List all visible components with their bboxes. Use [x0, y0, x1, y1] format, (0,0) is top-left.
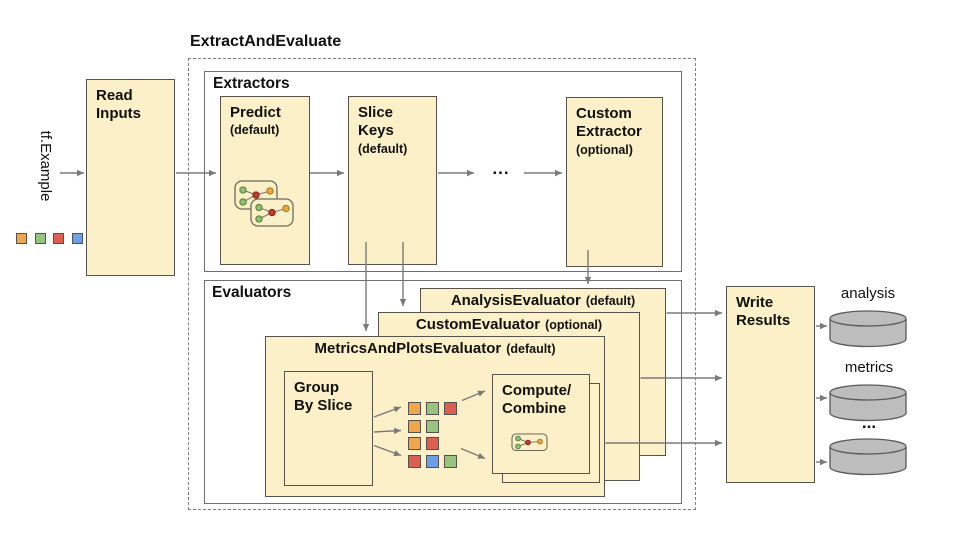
metrics-evaluator-qualifier: (default)	[506, 342, 556, 356]
analysis-database-cylinder-icon	[829, 310, 907, 348]
custom-extractor-box: Custom Extractor (optional)	[566, 97, 663, 267]
extractors-section	[204, 71, 682, 272]
custom-evaluator-name: CustomEvaluator	[415, 316, 541, 333]
blue-data-square	[71, 233, 83, 244]
read-inputs-label: Read Inputs	[96, 87, 141, 123]
model-graph-icon	[234, 180, 294, 227]
red-data-square	[53, 233, 64, 244]
red-data-square	[408, 454, 421, 468]
write-results-box: Write Results	[726, 286, 815, 483]
combine-graph-icon	[511, 433, 548, 452]
more-database-cylinder-icon	[829, 438, 907, 476]
compute-combine-box: Compute/ Combine	[492, 374, 590, 474]
predict-qualifier: (default)	[230, 123, 280, 138]
analysis-output-label: analysis	[840, 285, 896, 302]
input-examples-squares	[16, 233, 83, 249]
write-results-label: Write Results	[736, 294, 791, 330]
slice-keys-extractor-box: Slice Keys (default)	[348, 96, 437, 265]
slice-keys-label: Slice Keys	[358, 104, 394, 140]
more-outputs-ellipsis: ...	[861, 413, 877, 432]
group-by-slice-label: Group By Slice	[294, 379, 353, 415]
red-data-square	[426, 437, 439, 450]
sliced-data-squares	[408, 402, 457, 472]
metrics-output-label: metrics	[844, 359, 894, 376]
green-data-square	[426, 402, 439, 415]
slice-keys-qualifier: (default)	[358, 141, 408, 156]
analysis-evaluator-name: AnalysisEvaluator	[450, 292, 581, 309]
orange-data-square	[408, 437, 421, 450]
extractors-section-label: Extractors	[213, 75, 290, 92]
read-inputs-box: Read Inputs	[86, 79, 175, 276]
custom-extractor-label: Custom Extractor	[576, 105, 642, 141]
metrics-database-cylinder-icon	[829, 384, 907, 422]
analysis-evaluator-qualifier: (default)	[585, 294, 636, 308]
compute-combine-label: Compute/ Combine	[502, 382, 572, 418]
orange-data-square	[408, 419, 421, 433]
more-extractors-ellipsis: ...	[492, 159, 510, 178]
green-data-square	[444, 454, 457, 468]
group-by-slice-box: Group By Slice	[284, 371, 373, 486]
custom-evaluator-qualifier: (optional)	[545, 318, 603, 332]
input-label: tf.Example	[37, 130, 54, 202]
green-data-square	[34, 233, 46, 244]
orange-data-square	[16, 233, 27, 244]
predict-label: Predict	[230, 104, 281, 121]
custom-extractor-qualifier: (optional)	[576, 142, 633, 157]
red-data-square	[444, 402, 457, 415]
evaluators-section-label: Evaluators	[212, 284, 292, 301]
green-data-square	[426, 419, 439, 433]
pipeline-title: ExtractAndEvaluate	[190, 33, 342, 50]
extract-and-evaluate-container	[188, 58, 696, 510]
evaluators-section	[204, 280, 682, 504]
metrics-evaluator-name: MetricsAndPlotsEvaluator	[314, 340, 502, 357]
blue-data-square	[426, 454, 439, 468]
orange-data-square	[408, 402, 421, 415]
